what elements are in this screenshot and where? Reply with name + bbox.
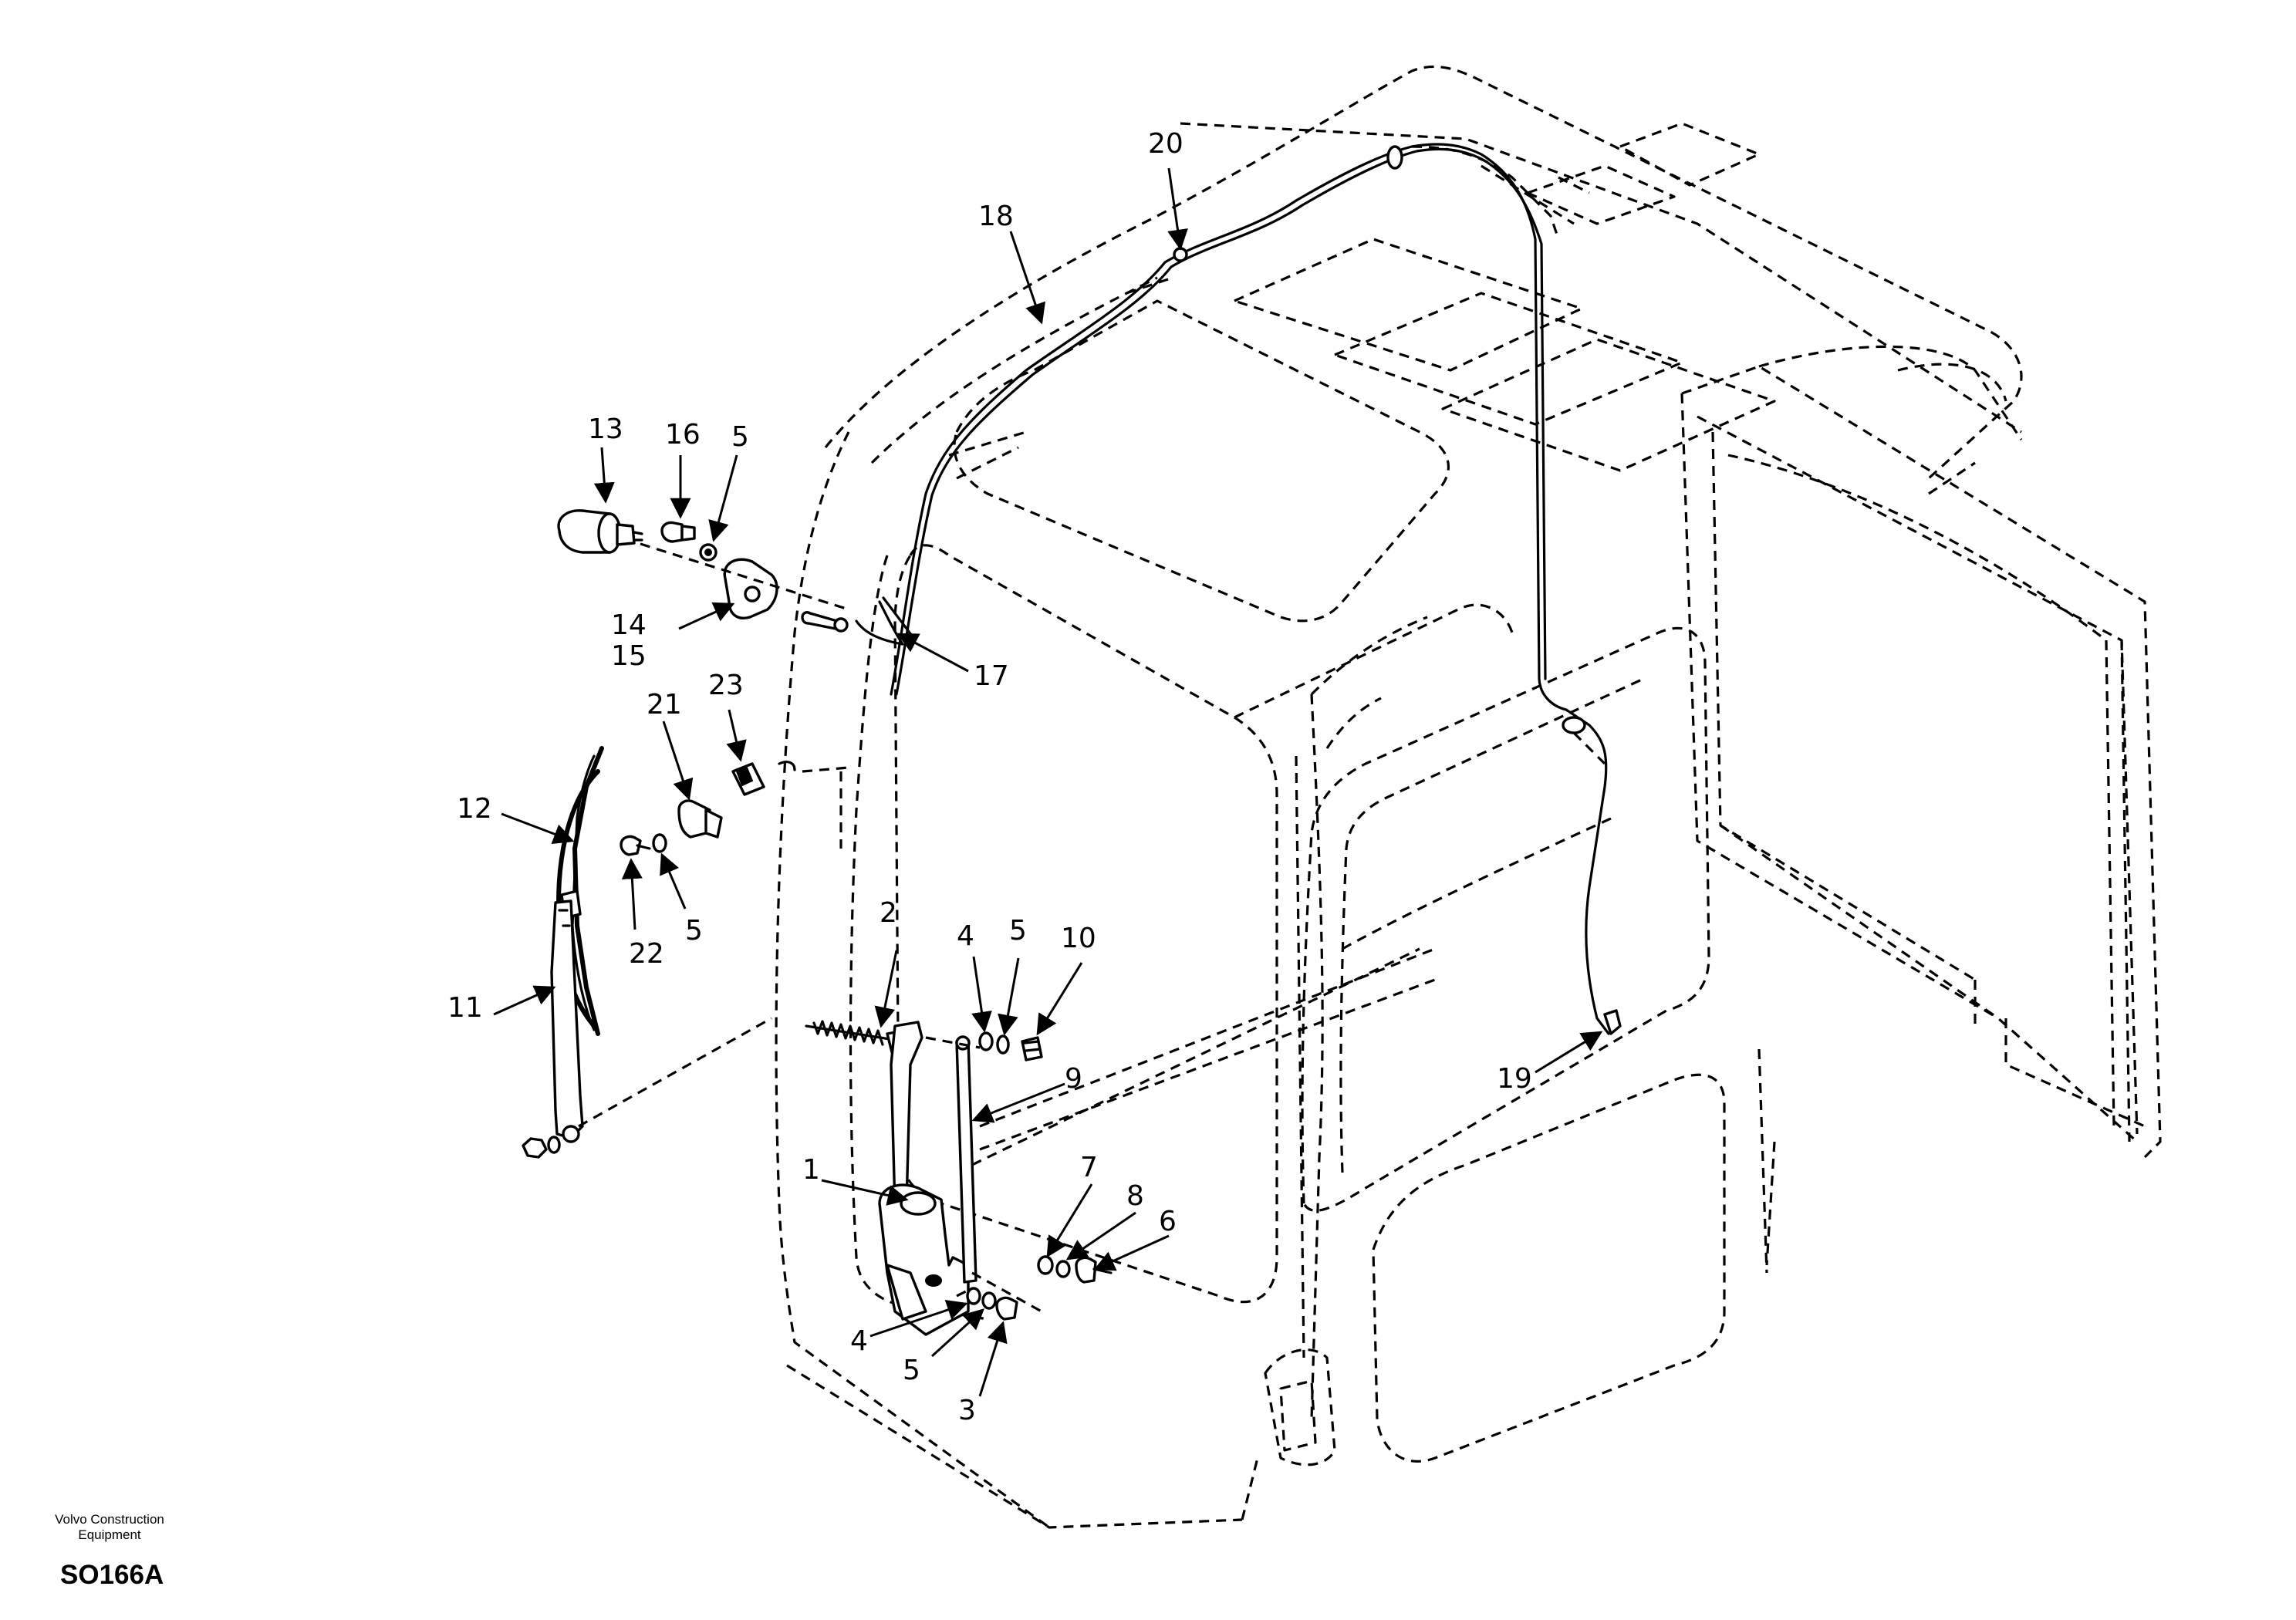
leader-lines xyxy=(493,167,1603,1397)
callout-labels: 20 18 13 16 5 14 15 17 23 21 12 22 5 2 4… xyxy=(447,128,1532,1426)
callout-8: 8 xyxy=(1126,1180,1144,1212)
drawing-code: SO166A xyxy=(60,1560,164,1590)
callout-7: 7 xyxy=(1080,1152,1098,1183)
callout-10: 10 xyxy=(1061,923,1096,954)
washer-hose-icon xyxy=(890,143,1622,1035)
callout-21: 21 xyxy=(647,689,682,721)
cab-outline-icon xyxy=(775,65,2162,1529)
callout-2: 2 xyxy=(880,897,897,929)
callout-14: 14 xyxy=(611,609,647,641)
company-line-1: Volvo Construction xyxy=(55,1512,164,1527)
callout-1: 1 xyxy=(802,1154,820,1186)
callout-12: 12 xyxy=(457,793,492,825)
callout-5-c: 5 xyxy=(1009,915,1027,947)
washer-nozzle-icon xyxy=(557,509,916,646)
fastener-parts-icon xyxy=(620,761,849,856)
callout-5-d: 5 xyxy=(903,1355,920,1386)
callout-16: 16 xyxy=(665,419,701,451)
callout-5-b: 5 xyxy=(685,915,703,947)
callout-4-a: 4 xyxy=(957,920,974,952)
callout-15: 15 xyxy=(611,640,647,672)
company-credit: Volvo Construction Equipment xyxy=(17,1512,202,1543)
callout-3: 3 xyxy=(958,1395,976,1426)
callout-19: 19 xyxy=(1497,1063,1532,1095)
callout-11: 11 xyxy=(447,992,483,1024)
callout-17: 17 xyxy=(974,660,1009,692)
callout-22: 22 xyxy=(629,938,664,970)
callout-13: 13 xyxy=(588,413,623,445)
callout-5-a: 5 xyxy=(731,421,749,453)
callout-20: 20 xyxy=(1148,128,1183,160)
lower-fasteners-icon xyxy=(966,1255,1113,1321)
upper-fasteners-icon xyxy=(978,1031,1043,1061)
callout-23: 23 xyxy=(708,670,744,701)
company-line-2: Equipment xyxy=(78,1527,141,1542)
wiper-arm-icon xyxy=(522,899,772,1159)
callout-4-b: 4 xyxy=(850,1325,868,1357)
wiper-motor-icon xyxy=(805,947,1420,1336)
callout-6: 6 xyxy=(1159,1206,1177,1237)
callout-9: 9 xyxy=(1065,1063,1082,1095)
callout-18: 18 xyxy=(978,201,1014,232)
